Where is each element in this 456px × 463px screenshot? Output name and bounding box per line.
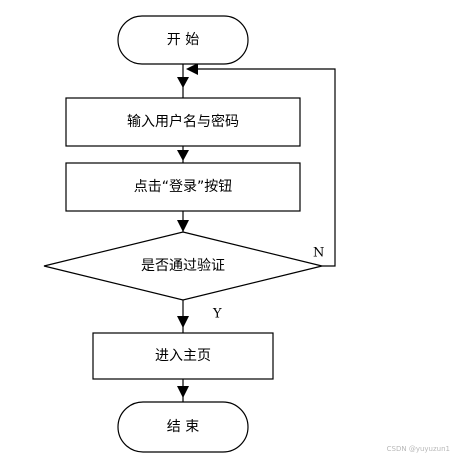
edge-start-to-input-arrowhead <box>177 77 189 88</box>
edge-label-no: N <box>313 246 324 261</box>
verify-decision-shape <box>43 231 323 301</box>
end-terminal-shape <box>117 401 249 453</box>
home-label: 进入主页 <box>155 348 211 364</box>
home-process-shape <box>92 332 274 380</box>
node-home: 进入主页 <box>92 332 274 380</box>
node-click-login: 点击“登录”按钮 <box>65 162 301 212</box>
edge-verify-to-input-loop <box>193 68 336 267</box>
start-terminal-shape <box>117 15 249 65</box>
node-end: 结 束 <box>117 401 249 453</box>
input-label: 输入用户名与密码 <box>127 113 239 130</box>
end-label: 结 束 <box>167 419 199 435</box>
click-login-label: 点击“登录”按钮 <box>134 179 233 195</box>
edge-home-to-end-arrowhead <box>177 386 189 398</box>
edge-click-to-verify-arrowhead <box>177 220 189 232</box>
node-input: 输入用户名与密码 <box>65 97 301 147</box>
edge-verify-to-input-loop-arrowhead <box>186 63 198 75</box>
verify-label: 是否通过验证 <box>141 258 225 274</box>
click-login-process-shape <box>65 162 301 212</box>
edge-input-to-click-arrowhead <box>177 150 189 161</box>
node-verify: 是否通过验证 <box>43 231 323 301</box>
edge-label-yes: Y <box>212 307 222 322</box>
edge-verify-to-home-arrowhead <box>177 316 189 328</box>
watermark: CSDN @yuyuzun1 <box>386 445 450 453</box>
start-label: 开 始 <box>167 32 199 48</box>
connectors <box>177 63 336 402</box>
input-process-shape <box>65 97 301 147</box>
node-start: 开 始 <box>117 15 249 65</box>
